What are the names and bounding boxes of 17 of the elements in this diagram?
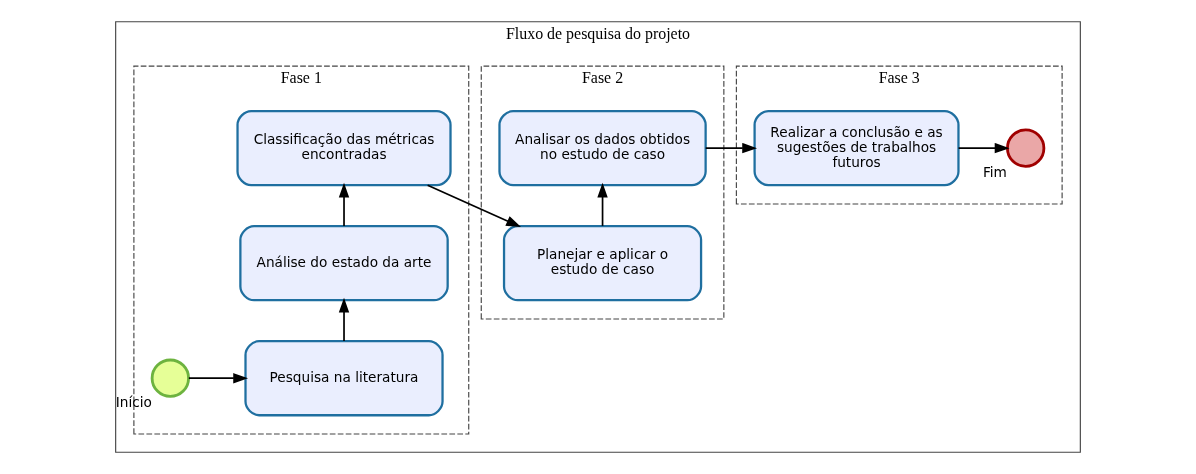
arrow [957, 142, 1010, 154]
node-label: Fim [982, 164, 1007, 181]
node-box: Pesquisa na literatura [244, 340, 444, 417]
arrow [188, 373, 249, 384]
node-box: Analisar os dados obtidos no estudo de caso [498, 110, 707, 187]
node-circle [1006, 128, 1046, 168]
node-circle [150, 358, 190, 398]
node-box: Realizar a conclusão e as sugestões de trabalhos futuros [753, 110, 960, 187]
node-box: Planejar e aplicar o estudo de caso [502, 225, 703, 302]
node-box: Classificação das métricas encontradas [236, 110, 452, 187]
arrow [704, 142, 758, 154]
node-label: Início [115, 394, 152, 411]
arrow [426, 184, 521, 228]
arrow [338, 182, 350, 227]
arrow [597, 182, 608, 227]
node-box: Análise do estado da arte [239, 225, 449, 302]
arrow [338, 297, 350, 342]
